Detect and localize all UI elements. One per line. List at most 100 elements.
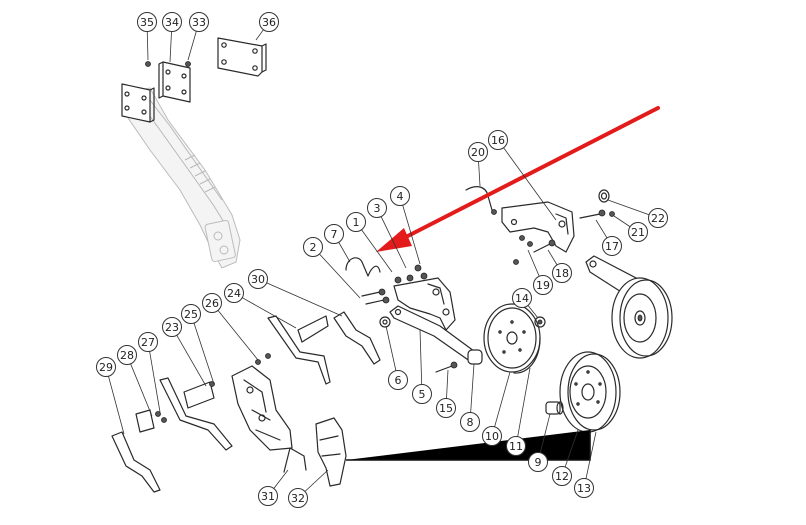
leader-line-5 — [419, 329, 423, 385]
balloon-24: 24 — [224, 283, 244, 303]
balloon-label: 18 — [555, 267, 569, 280]
balloon-label: 23 — [165, 321, 179, 334]
blade-30 — [333, 311, 381, 365]
balloon-28: 28 — [117, 345, 137, 365]
balloon-label: 21 — [631, 226, 645, 239]
balloon-circle — [628, 222, 648, 242]
balloon-circle — [137, 12, 157, 32]
leader-line-9 — [539, 413, 551, 453]
balloon-circle — [189, 12, 209, 32]
balloon-27: 27 — [138, 332, 158, 352]
balloon-label: 16 — [491, 134, 505, 147]
leader-line-28 — [130, 363, 153, 417]
balloon-circle — [324, 224, 344, 244]
balloon-circle — [460, 412, 480, 432]
leader-line-33 — [187, 31, 197, 61]
leader-line-25 — [193, 322, 215, 385]
balloon-12: 12 — [552, 466, 572, 486]
balloon-5: 5 — [412, 384, 432, 404]
leader-line-8 — [470, 363, 475, 413]
balloon-10: 10 — [482, 426, 502, 446]
balloon-label: 14 — [515, 292, 529, 305]
balloon-label: 33 — [192, 16, 206, 29]
balloon-31: 31 — [258, 486, 278, 506]
balloon-16: 16 — [488, 130, 508, 150]
balloon-13: 13 — [574, 478, 594, 498]
closing-wheel-12 — [559, 351, 621, 433]
part-number-balloons: 1234567891011121314151617181920212223242… — [96, 12, 668, 508]
balloon-label: 1 — [353, 216, 360, 229]
balloon-25: 25 — [181, 304, 201, 324]
balloon-circle — [258, 486, 278, 506]
balloon-17: 17 — [602, 236, 622, 256]
balloon-circle — [648, 208, 668, 228]
balloon-label: 11 — [509, 440, 523, 453]
balloon-label: 15 — [439, 402, 453, 415]
balloon-circle — [303, 237, 323, 257]
balloon-23: 23 — [162, 317, 182, 337]
leader-line-10 — [494, 371, 511, 427]
balloon-label: 28 — [120, 349, 134, 362]
central-bracket-assembly — [345, 257, 483, 373]
balloon-label: 27 — [141, 336, 155, 349]
leader-line-27 — [149, 351, 161, 413]
leader-line-30 — [266, 282, 343, 317]
balloon-7: 7 — [324, 224, 344, 244]
balloon-3: 3 — [367, 198, 387, 218]
balloon-circle — [552, 263, 572, 283]
leader-line-20 — [478, 161, 481, 187]
balloon-34: 34 — [162, 12, 182, 32]
leader-line-6 — [385, 325, 397, 371]
leader-line-14 — [527, 305, 539, 319]
balloon-label: 6 — [395, 374, 402, 387]
balloon-6: 6 — [388, 370, 408, 390]
leader-lines — [108, 29, 650, 492]
blade-23 — [159, 377, 233, 451]
balloon-36: 36 — [259, 12, 279, 32]
balloon-circle — [181, 304, 201, 324]
blade-24 — [267, 315, 331, 385]
balloon-35: 35 — [137, 12, 157, 32]
balloon-22: 22 — [648, 208, 668, 228]
balloon-circle — [602, 236, 622, 256]
balloon-21: 21 — [628, 222, 648, 242]
balloon-circle — [390, 186, 410, 206]
leader-line-18 — [547, 249, 558, 266]
balloon-33: 33 — [189, 12, 209, 32]
balloon-circle — [248, 269, 268, 289]
balloon-11: 11 — [506, 436, 526, 456]
balloon-30: 30 — [248, 269, 268, 289]
balloon-label: 36 — [262, 16, 276, 29]
balloon-circle — [96, 357, 116, 377]
boot-32 — [315, 417, 347, 487]
balloon-label: 25 — [184, 308, 198, 321]
spring-31 — [283, 447, 307, 473]
balloon-1: 1 — [346, 212, 366, 232]
leader-line-19 — [527, 249, 540, 277]
balloon-label: 2 — [310, 241, 317, 254]
leader-line-24 — [242, 297, 297, 329]
leader-line-11 — [517, 367, 531, 437]
leader-line-22 — [607, 199, 650, 216]
balloon-circle — [436, 398, 456, 418]
plate-36 — [217, 37, 263, 77]
balloon-circle — [506, 436, 526, 456]
balloon-label: 17 — [605, 240, 619, 253]
balloon-circle — [346, 212, 366, 232]
washer-6 — [379, 316, 391, 328]
balloon-label: 3 — [374, 202, 381, 215]
balloon-circle — [259, 12, 279, 32]
bolts-2 — [361, 288, 390, 305]
balloon-circle — [117, 345, 137, 365]
balloon-32: 32 — [288, 488, 308, 508]
balloon-15: 15 — [436, 398, 456, 418]
hub-stub-9 — [545, 401, 564, 415]
balloon-circle — [288, 488, 308, 508]
frame-body-26 — [231, 353, 293, 451]
leader-line-16 — [503, 147, 557, 221]
spring-clip-7 — [345, 257, 381, 277]
balloon-2: 2 — [303, 237, 323, 257]
balloon-circle — [367, 198, 387, 218]
balloon-circle — [138, 332, 158, 352]
